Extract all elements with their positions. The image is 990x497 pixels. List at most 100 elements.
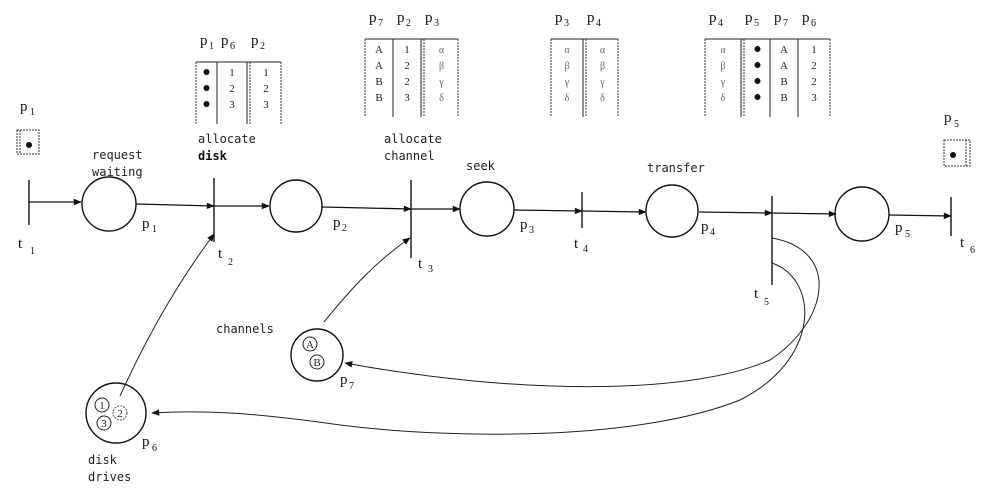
table-cell: γ: [599, 77, 605, 88]
table-header-sub: 3: [564, 18, 569, 29]
svg-text:2: 2: [342, 223, 347, 234]
svg-text:p: p: [895, 220, 903, 236]
svg-text:p: p: [944, 110, 952, 126]
svg-text:7: 7: [349, 381, 354, 392]
table-t6: p 5: [943, 110, 971, 167]
arc-t5-p5: [771, 210, 837, 218]
svg-text:4: 4: [583, 244, 588, 255]
p7-token-B: B: [309, 354, 325, 370]
table-cell: 3: [811, 92, 817, 104]
table-header: p: [397, 10, 405, 26]
place-p6[interactable]: [85, 382, 147, 444]
label-t5: t5: [754, 286, 769, 308]
table-header-sub: 2: [406, 18, 411, 29]
place-p2[interactable]: [269, 179, 323, 233]
label-seek: seek: [466, 159, 496, 173]
table-header: p: [251, 33, 259, 49]
table-cell: A: [780, 44, 788, 56]
table-header: p: [221, 33, 229, 49]
svg-text:1: 1: [30, 246, 35, 257]
svg-text:p: p: [340, 372, 348, 388]
table-cell: β: [600, 61, 605, 72]
table-cell: 2: [811, 60, 817, 72]
table-header: p: [425, 10, 433, 26]
svg-text:6: 6: [152, 443, 157, 454]
svg-text:B: B: [313, 357, 320, 369]
table-cell: α: [439, 45, 445, 56]
table-cell: B: [375, 92, 382, 104]
table-header-sub: 6: [230, 41, 235, 52]
token-dot: [754, 78, 761, 84]
table-cell: 1: [404, 44, 410, 56]
arc-p5-t6: [888, 212, 952, 220]
p6-token-2: 2: [112, 405, 128, 421]
p6-token-1: 1: [94, 397, 110, 413]
label-allocate-disk-2: disk: [198, 149, 228, 163]
table-header: p: [555, 10, 563, 26]
label-disk: disk: [88, 453, 118, 467]
svg-text:p: p: [520, 217, 528, 233]
table-cell: A: [375, 60, 383, 72]
table-cell: α: [720, 45, 726, 56]
table-cell: 2: [263, 83, 269, 95]
table-cell: 3: [229, 99, 235, 111]
svg-text:p: p: [333, 215, 341, 231]
table-cell: γ: [564, 77, 570, 88]
table-cell: δ: [721, 93, 726, 104]
arc-p4-t5: [698, 209, 773, 217]
label-allocate-channel-2: channel: [384, 149, 435, 163]
svg-text:p: p: [701, 219, 709, 235]
table-header-sub: 7: [378, 18, 383, 29]
token-dot: [203, 69, 210, 75]
arc-t5-p7: [344, 237, 820, 388]
p7-token-A: A: [302, 336, 318, 352]
place-p1[interactable]: [81, 176, 137, 232]
table-cell: α: [564, 45, 570, 56]
svg-text:1: 1: [152, 224, 157, 235]
token-dot: [754, 62, 761, 68]
table-header: p: [709, 10, 717, 26]
table-cell: β: [439, 61, 444, 72]
svg-text:5: 5: [764, 297, 769, 308]
table-header-sub: 4: [718, 18, 723, 29]
table-cell: 1: [811, 44, 817, 56]
place-p5[interactable]: [834, 186, 890, 242]
table-cell: 2: [404, 60, 410, 72]
arc-p7-t3: [323, 237, 411, 323]
svg-text:5: 5: [905, 229, 910, 240]
svg-text:3: 3: [101, 418, 107, 430]
table-cell: δ: [439, 93, 444, 104]
table-header: p: [745, 10, 753, 26]
table-cell: 3: [404, 92, 410, 104]
label-drives: drives: [88, 470, 131, 484]
svg-text:A: A: [306, 339, 314, 351]
table-header-sub: 1: [209, 41, 214, 52]
table-header: p: [802, 10, 810, 26]
arc-t5-p6: [151, 262, 806, 435]
svg-text:t: t: [18, 236, 23, 252]
table-cell: B: [780, 92, 787, 104]
token-dot: [203, 85, 210, 91]
place-p3[interactable]: [459, 181, 515, 237]
svg-text:t: t: [418, 256, 423, 272]
svg-text:t: t: [218, 246, 223, 262]
place-p4[interactable]: [645, 184, 699, 238]
table-cell: δ: [600, 93, 605, 104]
table-header-sub: 6: [811, 18, 816, 29]
table-cell: α: [600, 45, 606, 56]
place-p7[interactable]: [290, 328, 344, 382]
arc-t4-p4: [581, 208, 647, 216]
label-transfer: transfer: [647, 161, 705, 175]
